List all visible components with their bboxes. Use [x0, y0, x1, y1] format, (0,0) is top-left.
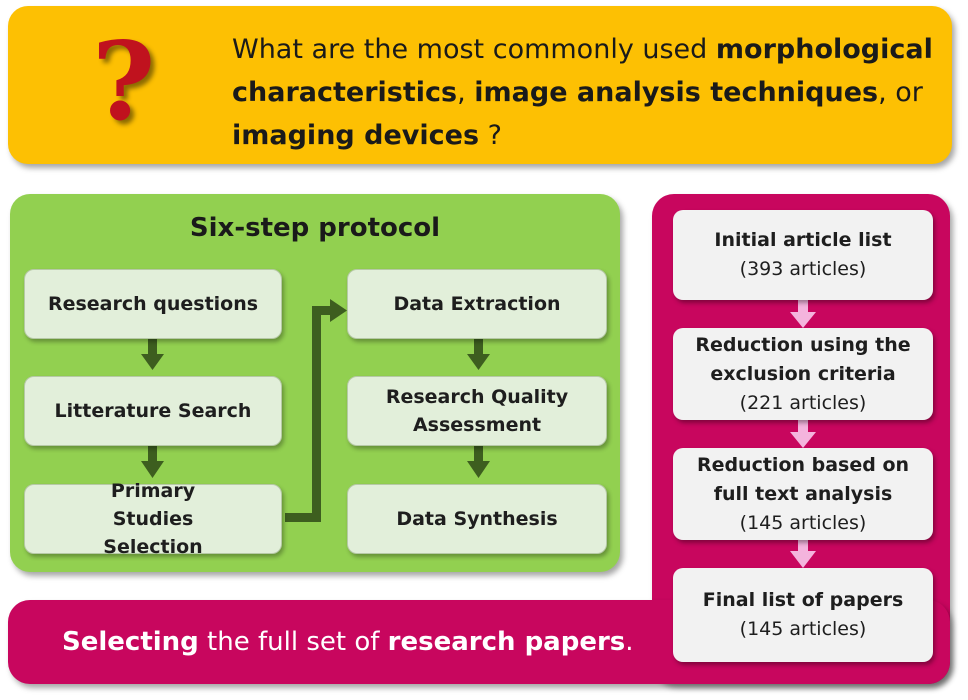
arrow-step3-to-step4 [285, 299, 347, 522]
protocol-title: Six-step protocol [189, 213, 441, 243]
stage-count: (145 articles) [739, 511, 867, 534]
arrow-shaft [798, 420, 808, 434]
step-data-synthesis: Data Synthesis [347, 484, 607, 554]
step-research-questions: Research questions [24, 269, 282, 339]
stage-count: (393 articles) [739, 258, 867, 280]
arrow-shaft [285, 513, 321, 522]
arrow-shaft [474, 445, 483, 463]
step-label: Data Extraction [393, 293, 561, 315]
arrow-step5-to-step6 [467, 445, 490, 478]
step-label: Research questions [47, 293, 259, 315]
question-part-bold: imaging devices [232, 120, 480, 151]
arrow-stage2-to-stage3 [790, 420, 816, 448]
arrow-head [141, 461, 164, 478]
arrow-shaft [798, 300, 808, 314]
arrow-head [790, 312, 816, 328]
footer-part-bold: research papers [387, 627, 626, 657]
arrow-head [467, 461, 490, 478]
step-primary-studies-selection: Primary Studies Selection [24, 480, 282, 558]
arrow-shaft [474, 338, 483, 356]
stage-initial-article-list: Initial article list (393 articles) [673, 210, 933, 300]
step-research-quality-assessment: Research Quality Assessment [347, 376, 607, 446]
arrow-shaft [798, 539, 808, 553]
arrow-head [790, 551, 816, 568]
step-label: Research Quality Assessment [385, 386, 569, 436]
arrow-shaft [148, 445, 157, 463]
question-part: What are the most commonly used [232, 34, 716, 65]
arrow-head [330, 299, 347, 322]
stage-title: Reduction using the exclusion criteria [695, 333, 911, 385]
question-mark-icon: ? [92, 19, 156, 145]
step-data-extraction: Data Extraction [347, 269, 607, 339]
footer-part-bold: Selecting [62, 627, 199, 657]
arrow-stage1-to-stage2 [790, 300, 816, 328]
research-question-text: What are the most commonly used morpholo… [232, 28, 937, 157]
stage-title: Reduction based on full text analysis [696, 453, 910, 505]
question-part: , [457, 77, 475, 108]
arrow-step1-to-step2 [141, 338, 164, 370]
step-literature-search: Litterature Search [24, 376, 282, 446]
stage-title: Final list of papers [702, 589, 904, 611]
arrow-shaft [312, 306, 334, 315]
stage-title: Initial article list [714, 229, 892, 251]
step-label: Primary Studies Selection [103, 480, 203, 558]
question-part: ? [479, 120, 502, 151]
stage-full-text-analysis: Reduction based on full text analysis (1… [673, 448, 933, 540]
arrow-head [467, 354, 490, 370]
arrow-shaft [148, 338, 157, 356]
step-label: Litterature Search [54, 400, 252, 422]
selection-footer-text: Selecting the full set of research paper… [62, 622, 634, 662]
step-label: Data Synthesis [396, 508, 558, 530]
stage-count: (221 articles) [739, 391, 867, 414]
question-part-bold: morphological characteristics [232, 34, 933, 108]
arrow-step4-to-step5 [467, 338, 490, 370]
question-part: , or [878, 77, 923, 108]
arrow-head [141, 354, 164, 370]
arrow-stage3-to-stage4 [790, 539, 816, 568]
footer-part: . [625, 627, 634, 657]
question-banner [8, 6, 952, 164]
stage-exclusion-criteria: Reduction using the exclusion criteria (… [673, 328, 933, 420]
arrow-step2-to-step3 [141, 445, 164, 478]
stage-count: (145 articles) [739, 618, 867, 640]
stage-final-list: Final list of papers (145 articles) [673, 568, 933, 662]
arrow-head [790, 432, 816, 448]
question-part-bold: image analysis techniques [474, 77, 879, 108]
arrow-shaft [312, 306, 321, 522]
footer-part: the full set of [198, 627, 388, 657]
